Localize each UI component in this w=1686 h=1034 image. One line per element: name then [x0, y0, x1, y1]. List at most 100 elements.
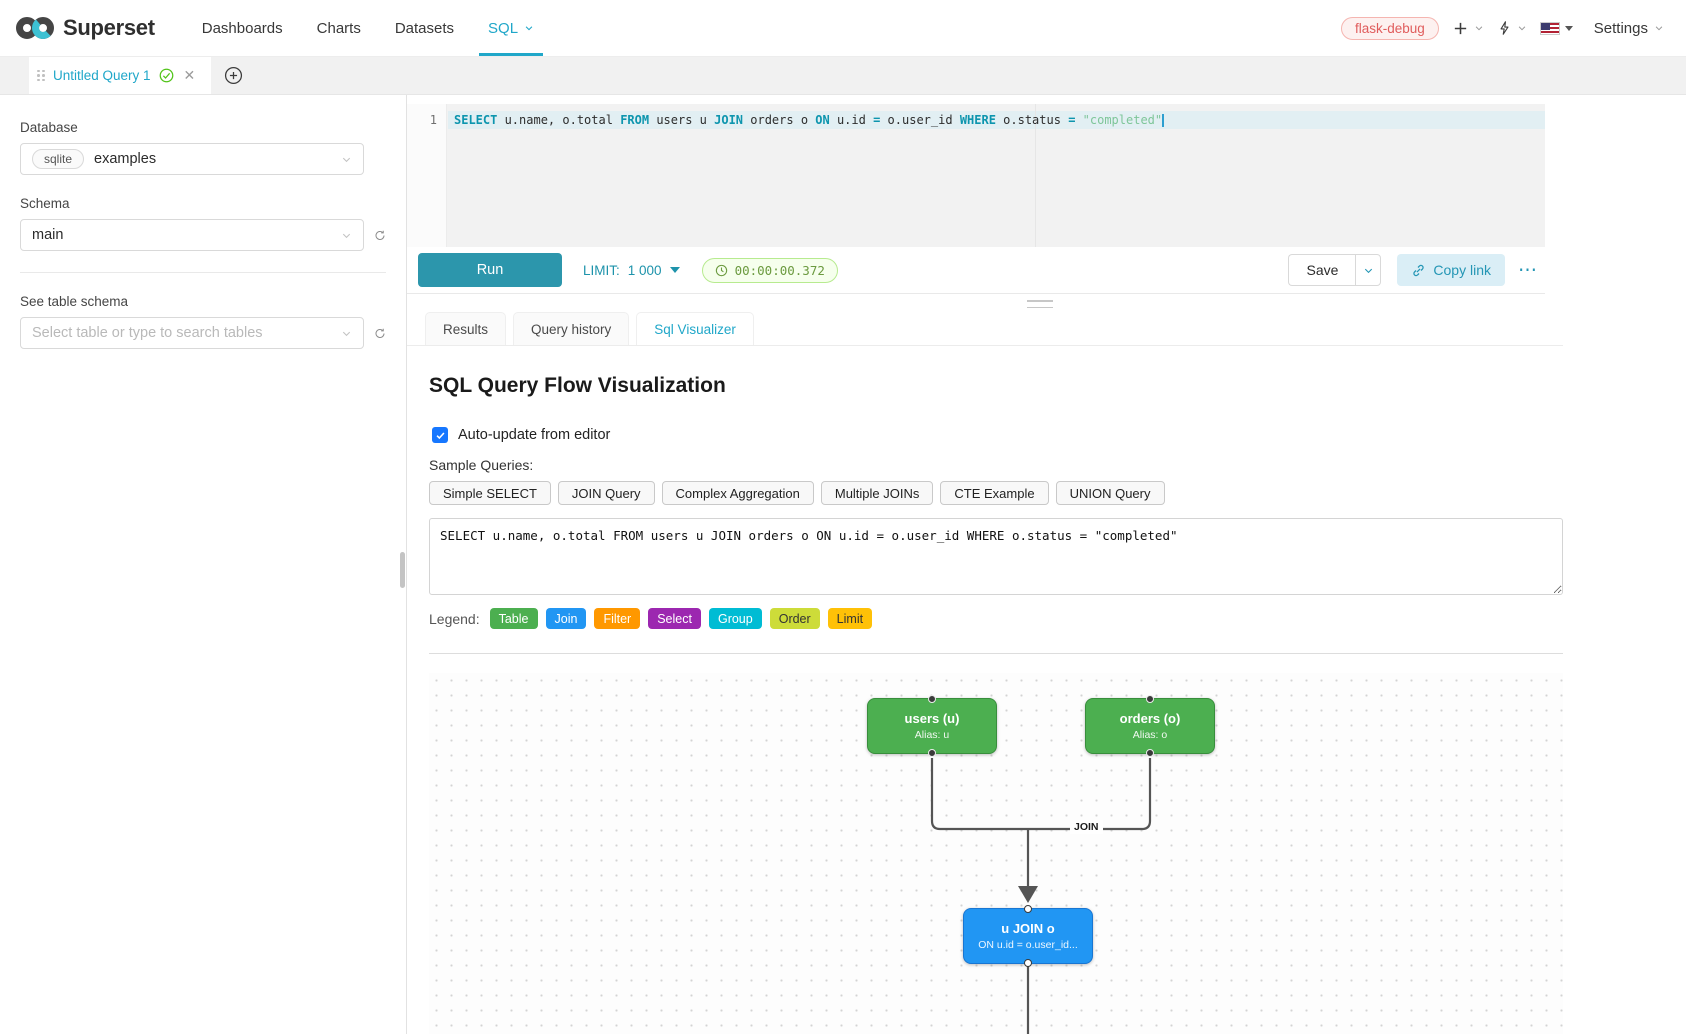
- node-handle[interactable]: [928, 749, 936, 757]
- result-tabs: Results Query history Sql Visualizer: [425, 312, 754, 345]
- database-value: examples: [94, 151, 157, 167]
- legend-badge-select: Select: [648, 608, 701, 629]
- node-handle[interactable]: [1024, 905, 1032, 913]
- text-cursor: [1162, 114, 1165, 127]
- flow-canvas[interactable]: JOIN users (u) Alias: u orders (o) Alias…: [429, 673, 1563, 1034]
- more-actions-button[interactable]: ⋯: [1518, 259, 1538, 281]
- table-select-placeholder: Select table or type to search tables: [32, 325, 263, 341]
- sample-multiple-joins-button[interactable]: Multiple JOINs: [820, 481, 934, 505]
- schema-select[interactable]: main: [20, 219, 364, 251]
- save-button[interactable]: Save: [1288, 254, 1356, 286]
- schema-value: main: [32, 227, 64, 243]
- legend-badge-filter: Filter: [594, 608, 641, 629]
- chevron-down-icon: [524, 23, 534, 33]
- panel-divider: [429, 653, 1563, 654]
- legend-badge-limit: Limit: [827, 608, 873, 629]
- check-icon: [436, 431, 445, 439]
- close-tab-icon[interactable]: ✕: [183, 67, 196, 83]
- query-text-input[interactable]: SELECT u.name, o.total FROM users u JOIN…: [429, 518, 1563, 595]
- drag-handle-icon[interactable]: [37, 69, 45, 82]
- nav-datasets[interactable]: Datasets: [394, 19, 455, 37]
- plus-circle-icon: [224, 66, 243, 85]
- database-select[interactable]: sqlite examples: [20, 143, 364, 175]
- tabs-border: [407, 345, 1563, 346]
- copy-link-button[interactable]: Copy link: [1397, 254, 1505, 286]
- save-dropdown-button[interactable]: [1355, 254, 1382, 286]
- legend-label: Legend:: [429, 610, 480, 627]
- table-node-orders[interactable]: orders (o) Alias: o: [1085, 695, 1215, 757]
- flow-edges: [930, 758, 1152, 1034]
- node-handle[interactable]: [1024, 959, 1032, 967]
- superset-infinity-icon: [16, 17, 54, 39]
- lightning-icon: [1500, 21, 1509, 35]
- nav-charts[interactable]: Charts: [316, 19, 361, 37]
- active-line-highlight: [448, 111, 1545, 129]
- chevron-down-icon: [342, 331, 351, 336]
- top-navbar: Superset Dashboards Charts Datasets SQL …: [0, 0, 1686, 57]
- table-node-users[interactable]: users (u) Alias: u: [867, 695, 997, 757]
- chevron-down-icon: [1364, 268, 1373, 273]
- sql-editor-pane: 1 SELECT u.name, o.total FROM users u JO…: [407, 95, 1686, 1034]
- pane-resize-handle[interactable]: [1027, 300, 1053, 308]
- navbar-right: flask-debug Settings: [1341, 16, 1664, 40]
- auto-update-checkbox[interactable]: [432, 427, 448, 443]
- refresh-schema-icon[interactable]: [374, 227, 386, 244]
- caret-down-icon: [1564, 25, 1573, 31]
- sample-union-query-button[interactable]: UNION Query: [1055, 481, 1165, 505]
- new-item-button[interactable]: [1452, 20, 1484, 37]
- database-label: Database: [20, 120, 78, 135]
- sample-complex-aggregation-button[interactable]: Complex Aggregation: [661, 481, 814, 505]
- run-button[interactable]: Run: [418, 253, 562, 287]
- editor-toolbar: Run LIMIT:1 000 00:00:00.372 Save Copy l…: [407, 247, 1545, 294]
- sql-visualizer-panel: SQL Query Flow Visualization Auto-update…: [429, 346, 1563, 1034]
- chevron-down-icon: [342, 157, 351, 162]
- check-circle-icon: [159, 68, 173, 83]
- legend-badge-order: Order: [769, 608, 820, 629]
- language-picker[interactable]: [1539, 21, 1573, 35]
- limit-dropdown[interactable]: LIMIT:1 000: [583, 263, 680, 278]
- print-margin-line: [1035, 104, 1036, 247]
- query-timer-badge: 00:00:00.372: [701, 257, 838, 283]
- active-queries-button[interactable]: [1497, 19, 1527, 37]
- sample-queries-label: Sample Queries:: [429, 457, 534, 473]
- line-number: 1: [429, 113, 437, 127]
- tab-results[interactable]: Results: [425, 312, 507, 345]
- sample-cte-example-button[interactable]: CTE Example: [940, 481, 1049, 505]
- sidebar-divider: [20, 272, 386, 273]
- us-flag-icon: [1539, 21, 1560, 35]
- database-engine-badge: sqlite: [32, 149, 85, 169]
- sample-simple-select-button[interactable]: Simple SELECT: [429, 481, 551, 505]
- legend-badge-join: Join: [545, 608, 587, 629]
- sql-lab-sidebar: Database sqlite examples Schema main See…: [0, 95, 407, 1034]
- caret-down-icon: [669, 267, 680, 273]
- table-select[interactable]: Select table or type to search tables: [20, 317, 364, 349]
- join-node-u-join-o[interactable]: u JOIN o ON u.id = o.user_id...: [963, 905, 1093, 967]
- query-tab-untitled-1[interactable]: Untitled Query 1 ✕: [29, 57, 211, 94]
- tab-sql-visualizer[interactable]: Sql Visualizer: [636, 312, 754, 345]
- nav-dashboards[interactable]: Dashboards: [201, 19, 283, 37]
- settings-menu[interactable]: Settings: [1594, 20, 1664, 37]
- main-nav: Dashboards Charts Datasets SQL: [185, 0, 551, 56]
- legend: Legend: Table Join Filter Select Group O…: [429, 608, 873, 629]
- editor-gutter: 1: [407, 104, 447, 247]
- sidebar-scrollbar-thumb[interactable]: [400, 552, 405, 588]
- refresh-tables-icon[interactable]: [374, 325, 386, 342]
- tab-query-history[interactable]: Query history: [513, 312, 630, 345]
- nav-sql[interactable]: SQL: [471, 0, 551, 56]
- add-query-tab-button[interactable]: [224, 57, 243, 94]
- node-handle[interactable]: [1146, 695, 1154, 703]
- environment-badge: flask-debug: [1341, 16, 1439, 40]
- superset-logo[interactable]: Superset: [16, 15, 155, 41]
- query-tab-title: Untitled Query 1: [53, 68, 151, 83]
- node-handle[interactable]: [928, 695, 936, 703]
- schema-label: Schema: [20, 196, 70, 211]
- query-tab-strip: Untitled Query 1 ✕: [0, 57, 1686, 95]
- sql-code-editor[interactable]: 1 SELECT u.name, o.total FROM users u JO…: [407, 104, 1545, 247]
- node-handle[interactable]: [1146, 749, 1154, 757]
- sample-join-query-button[interactable]: JOIN Query: [557, 481, 655, 505]
- plus-icon: [1454, 22, 1466, 34]
- page-title: SQL Query Flow Visualization: [429, 374, 726, 397]
- chevron-down-icon: [1474, 23, 1484, 33]
- save-button-group: Save: [1288, 254, 1382, 286]
- chevron-down-icon: [1654, 23, 1664, 33]
